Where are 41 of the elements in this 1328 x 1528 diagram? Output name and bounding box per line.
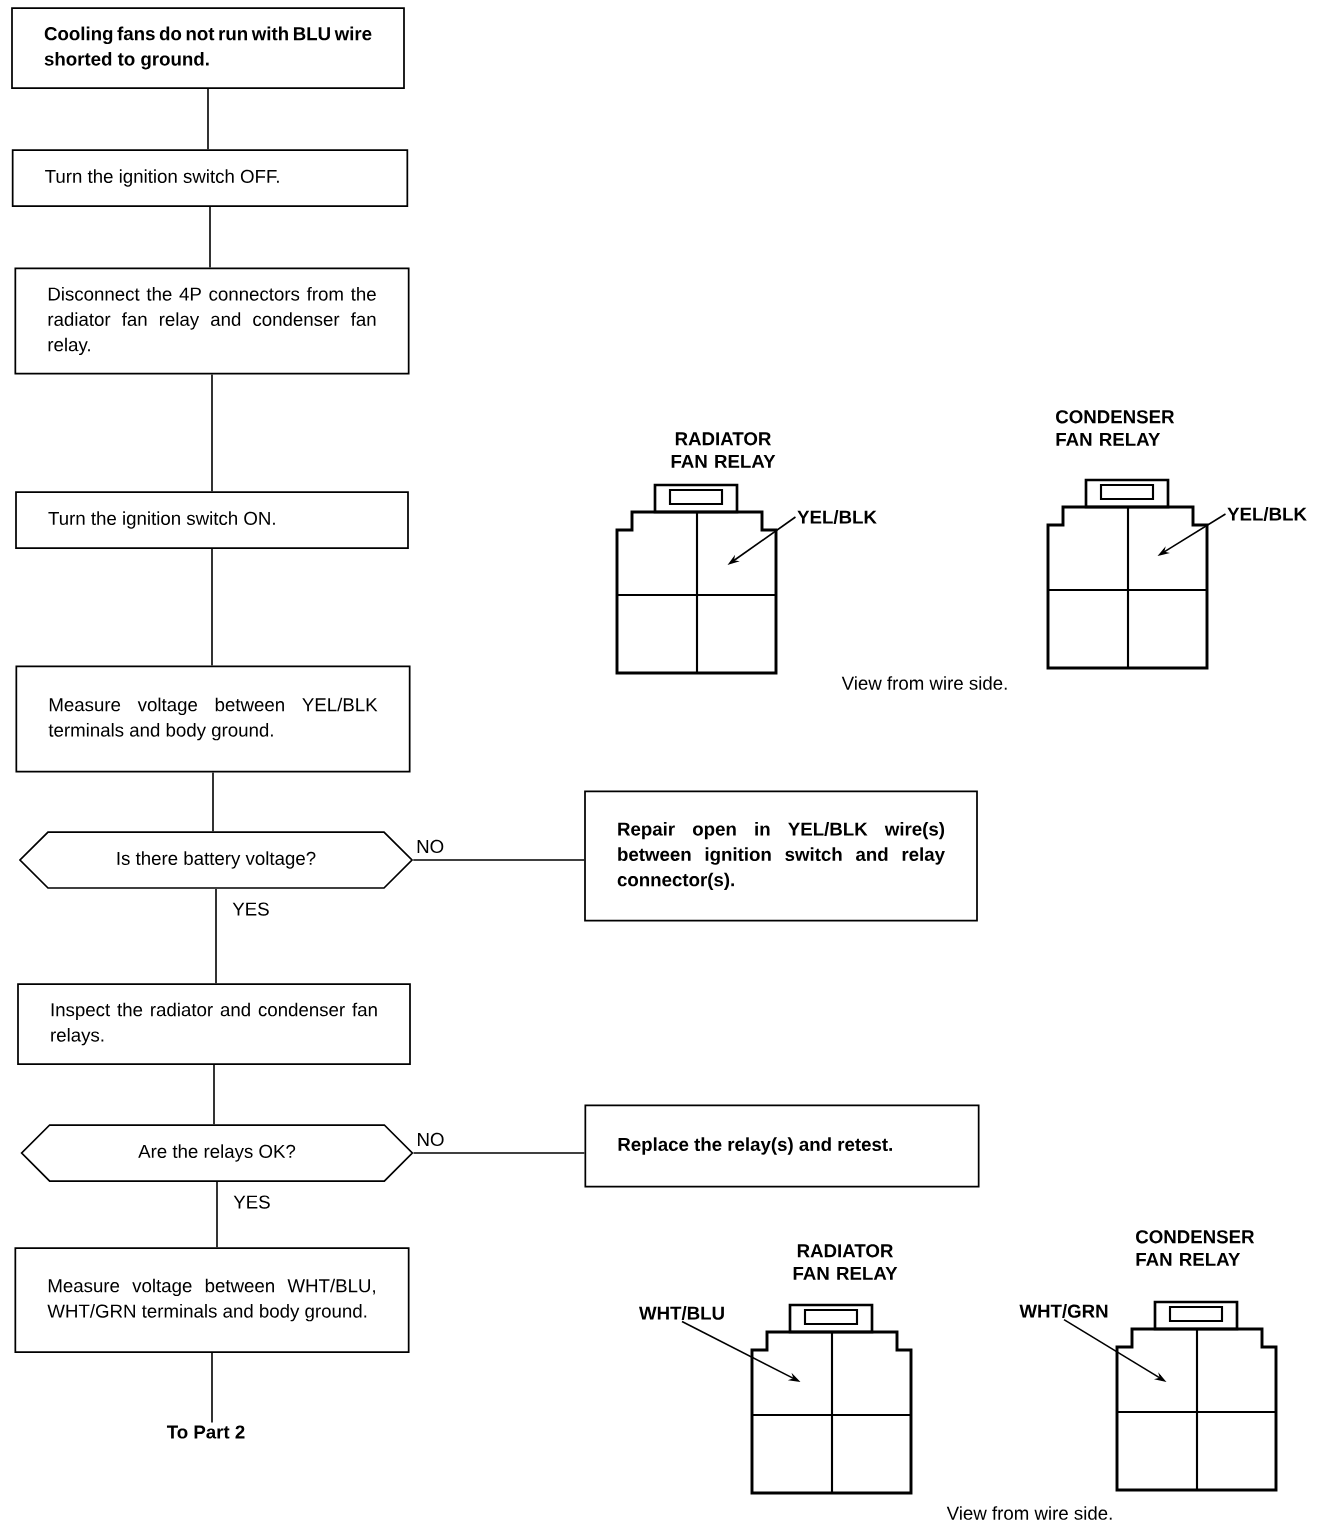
edge-label: NO <box>417 839 444 854</box>
process-box: Inspect the radiator and condenser fan relays. <box>17 983 411 1065</box>
connector-line <box>211 548 213 667</box>
connector-line <box>213 1064 215 1125</box>
connector-line <box>216 1181 218 1248</box>
process-box: Disconnect the 4P connectors from the radiator fan relay and condenser fan relay. <box>14 267 410 375</box>
process-box: Replace the relay(s) and retest. <box>584 1104 980 1188</box>
wire-label: YEL/BLK <box>1227 507 1307 521</box>
node-label: RADIATOR FAN RELAY <box>671 432 776 468</box>
connector-drawing: RADIATOR FAN RELAY <box>615 432 778 675</box>
wire-label: WHT/BLU <box>639 1306 724 1320</box>
view-note: View from wire side. <box>946 1506 1112 1520</box>
connector-drawing: RADIATOR FAN RELAY <box>750 1244 913 1495</box>
edge-label: YES <box>232 902 269 916</box>
view-note: View from wire side. <box>841 676 1007 690</box>
node-label: CONDENSER FAN RELAY <box>1136 1230 1255 1266</box>
wire-label: YEL/BLK <box>797 510 877 524</box>
connector-line <box>412 1152 586 1154</box>
process-box: Measure voltage between WHT/BLU, WHT/GRN terminals and body ground. <box>14 1247 410 1353</box>
connector-drawing: CONDENSER FAN RELAY <box>1115 1230 1278 1492</box>
connector-line <box>209 206 211 269</box>
process-box: Measure voltage between YEL/BLK terminals and body ground. <box>15 665 411 773</box>
end-text: To Part 2 <box>166 1425 245 1439</box>
node-label: RADIATOR FAN RELAY <box>793 1244 898 1280</box>
wire-label: WHT/GRN <box>1019 1304 1108 1318</box>
process-box: Cooling fans do not run with BLU wire shorted to ground. <box>11 7 405 89</box>
decision-hexagon: Are the relays OK? <box>20 1124 414 1182</box>
process-box: Turn the ignition switch OFF. <box>11 149 409 207</box>
connector-line <box>211 373 213 492</box>
process-box: Repair open in YEL/BLK wire(s) between ignition switch and relay connector(s). <box>584 790 978 922</box>
node-label: CONDENSER FAN RELAY <box>1056 410 1175 446</box>
connector-line <box>412 859 585 861</box>
connector-line <box>212 771 214 832</box>
connector-drawing: CONDENSER FAN RELAY <box>1046 410 1209 670</box>
edge-label: YES <box>233 1195 270 1209</box>
connector-line <box>207 88 209 150</box>
connector-line <box>211 1352 213 1424</box>
connector-line <box>215 888 217 984</box>
edge-label: NO <box>418 1132 444 1147</box>
process-box: Turn the ignition switch ON. <box>15 491 409 549</box>
decision-hexagon: Is there battery voltage? <box>18 831 414 889</box>
